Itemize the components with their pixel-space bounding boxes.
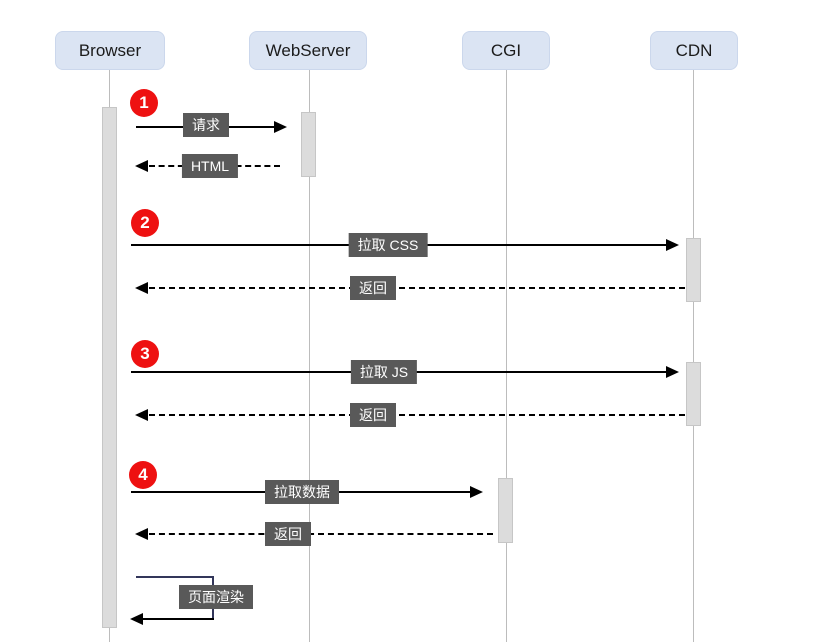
arrowhead-left-icon — [135, 282, 148, 294]
actor-box-cdn: CDN — [650, 31, 738, 70]
activation-webserver — [301, 112, 316, 177]
request-label-2: 拉取 CSS — [348, 233, 428, 257]
activation-browser — [102, 107, 117, 628]
lifeline-cgi — [506, 70, 507, 642]
arrowhead-right-icon — [274, 121, 287, 133]
actor-box-cgi: CGI — [462, 31, 550, 70]
step-badge-1: 1 — [130, 89, 158, 117]
request-label-1: 请求 — [183, 113, 229, 137]
actor-box-browser: Browser — [55, 31, 165, 70]
activation-cdn-js — [686, 362, 701, 426]
response-label-4: 返回 — [265, 522, 311, 546]
arrowhead-right-icon — [666, 366, 679, 378]
response-arrow-2 — [149, 287, 685, 289]
actor-label: WebServer — [265, 40, 351, 60]
self-loop-return-line — [143, 618, 214, 620]
activation-cdn-css — [686, 238, 701, 302]
arrowhead-right-icon — [666, 239, 679, 251]
actor-label: CDN — [675, 40, 713, 60]
arrowhead-left-icon — [135, 160, 148, 172]
response-arrow-3 — [149, 414, 685, 416]
response-label-3: 返回 — [350, 403, 396, 427]
response-arrow-4 — [149, 533, 493, 535]
response-label-2: 返回 — [350, 276, 396, 300]
lifeline-cdn — [693, 70, 694, 642]
arrowhead-right-icon — [470, 486, 483, 498]
arrowhead-left-icon — [135, 409, 148, 421]
actor-box-webserver: WebServer — [249, 31, 367, 70]
self-message-label: 页面渲染 — [179, 585, 253, 609]
lifeline-webserver — [309, 70, 310, 642]
request-label-4: 拉取数据 — [265, 480, 339, 504]
self-loop-top-line — [136, 576, 214, 578]
step-badge-3: 3 — [131, 340, 159, 368]
response-label-1: HTML — [181, 154, 239, 178]
step-badge-2: 2 — [131, 209, 159, 237]
arrowhead-left-icon — [135, 528, 148, 540]
actor-label: CGI — [490, 40, 522, 60]
activation-cgi — [498, 478, 513, 543]
actor-label: Browser — [78, 40, 142, 60]
request-label-3: 拉取 JS — [350, 360, 418, 384]
step-badge-4: 4 — [129, 461, 157, 489]
arrowhead-left-icon — [130, 613, 143, 625]
